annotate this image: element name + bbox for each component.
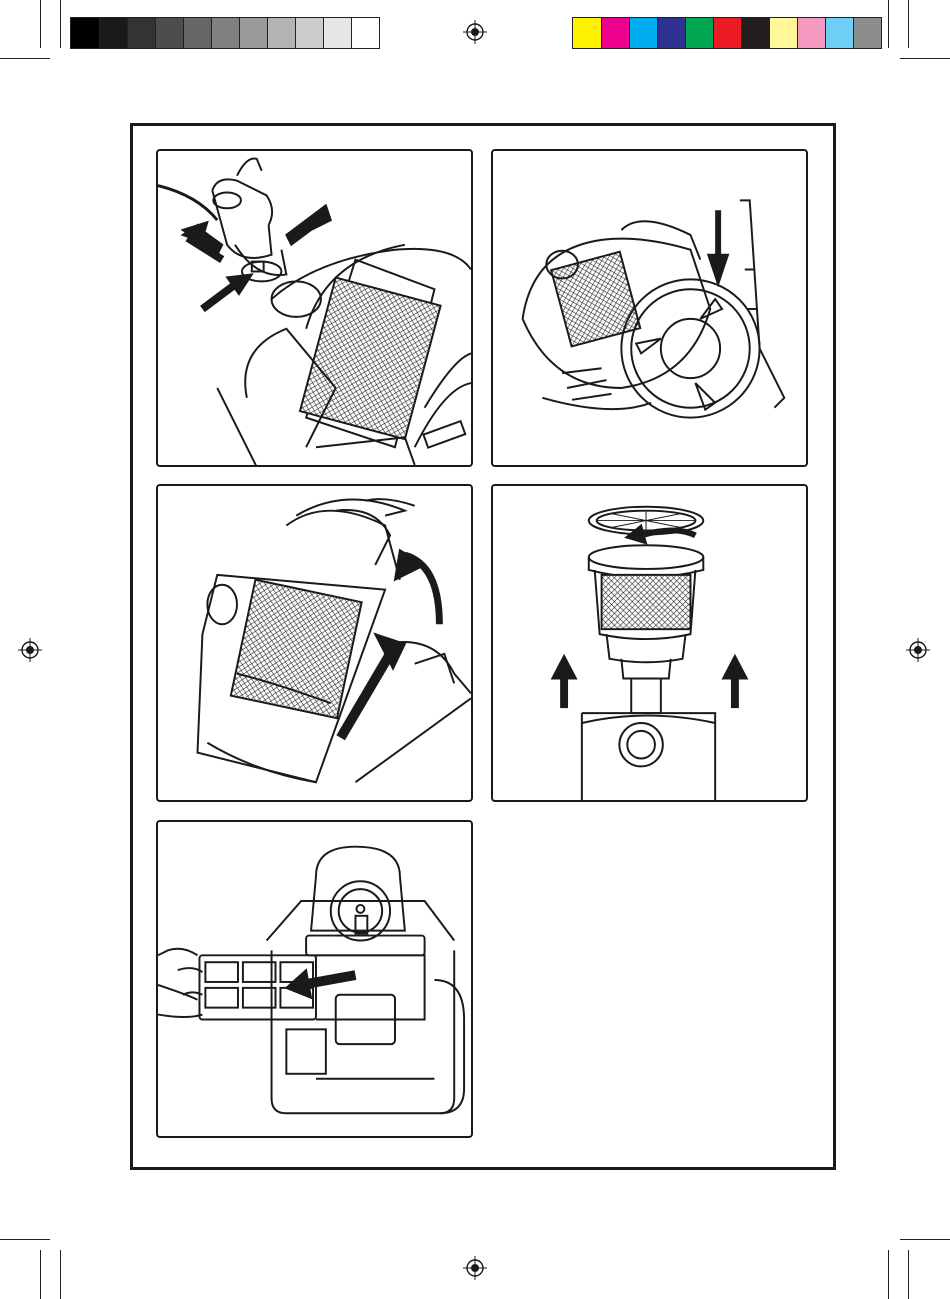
crop-mark (888, 1250, 889, 1299)
crop-mark (888, 0, 889, 48)
process-color-bar (572, 17, 882, 49)
crop-mark (0, 58, 50, 59)
vacuum-tube-park-icon (493, 151, 806, 465)
color-swatch (601, 18, 629, 48)
color-swatch (713, 18, 741, 48)
illustration-filter-remove (491, 484, 808, 802)
color-swatch (71, 18, 99, 48)
registration-mark-icon (463, 1256, 487, 1280)
registration-mark-icon (463, 20, 487, 44)
color-swatch (323, 18, 351, 48)
grayscale-color-bar (70, 17, 380, 49)
color-swatch (351, 18, 379, 48)
illustration-tube-park (491, 149, 808, 467)
color-swatch (657, 18, 685, 48)
crop-mark (60, 1250, 61, 1299)
cyclone-filter-remove-icon (493, 486, 806, 800)
crop-mark (900, 58, 950, 59)
color-swatch (211, 18, 239, 48)
color-swatch (685, 18, 713, 48)
color-swatch (629, 18, 657, 48)
registration-mark-icon (18, 638, 42, 662)
illustration-exhaust-filter-slide (156, 820, 473, 1138)
color-swatch (127, 18, 155, 48)
crop-mark (40, 1250, 41, 1299)
color-swatch (183, 18, 211, 48)
crop-mark (40, 0, 41, 48)
hose-connector-arrows-icon (158, 151, 471, 465)
color-swatch (295, 18, 323, 48)
crop-mark (908, 1250, 909, 1299)
crop-mark (900, 1239, 950, 1240)
exhaust-filter-slide-icon (158, 822, 471, 1136)
color-swatch (573, 18, 601, 48)
color-swatch (239, 18, 267, 48)
illustration-hose-detach (156, 149, 473, 467)
illustration-dust-container-lift (156, 484, 473, 802)
registration-mark-icon (906, 638, 930, 662)
dust-container-lift-icon (158, 486, 471, 800)
color-swatch (825, 18, 853, 48)
color-swatch (853, 18, 881, 48)
color-swatch (769, 18, 797, 48)
crop-mark (908, 0, 909, 48)
color-swatch (797, 18, 825, 48)
color-swatch (155, 18, 183, 48)
crop-mark (0, 1239, 50, 1240)
color-swatch (267, 18, 295, 48)
crop-mark (60, 0, 61, 48)
color-swatch (99, 18, 127, 48)
color-swatch (741, 18, 769, 48)
